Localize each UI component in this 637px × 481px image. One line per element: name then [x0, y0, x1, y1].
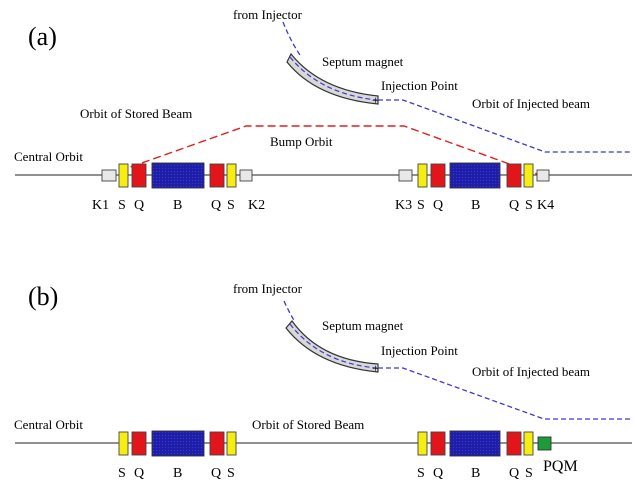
- magnet-label-s: S: [417, 198, 425, 213]
- injection-point-marker: +: [372, 93, 379, 107]
- panel-a: (a) Central Orbit from Injector Septum m…: [14, 7, 632, 213]
- magnet-label-b: B: [173, 198, 182, 213]
- bending-magnet: [151, 162, 205, 189]
- quadrupole: [506, 431, 522, 456]
- central-orbit-label: Central Orbit: [14, 149, 83, 164]
- quadrupole: [131, 163, 147, 188]
- quadrupole: [430, 431, 446, 456]
- injected-beam-orbit: [378, 367, 632, 420]
- septum-label: Septum magnet: [322, 318, 404, 333]
- magnet-label-q: Q: [134, 198, 144, 213]
- injection-point-label: Injection Point: [381, 78, 458, 93]
- magnet-label-q: Q: [509, 198, 519, 213]
- orbit-stored-label: Orbit of Stored Beam: [252, 417, 364, 432]
- magnet-label-q: Q: [134, 466, 144, 481]
- sextupole: [118, 163, 129, 188]
- magnet-label-s: S: [118, 198, 126, 213]
- magnet-label-s: S: [525, 198, 533, 213]
- kicker-k3: [398, 169, 413, 182]
- central-orbit-label: Central Orbit: [14, 417, 83, 432]
- septum-beam-path: [289, 56, 378, 101]
- magnet-label-b: B: [471, 466, 480, 481]
- injection-point-label: Injection Point: [381, 343, 458, 358]
- magnet-label-k3: K3: [395, 198, 412, 213]
- bending-magnet: [449, 162, 501, 189]
- bending-magnet: [151, 430, 205, 457]
- orbit-injected-label: Orbit of Injected beam: [472, 96, 590, 111]
- injector-line: [283, 300, 296, 323]
- magnet-label-q: Q: [509, 466, 519, 481]
- from-injector-label: from Injector: [233, 7, 303, 22]
- sextupole: [226, 163, 237, 188]
- injection-point-marker: +: [372, 361, 379, 375]
- kicker-k2: [239, 169, 253, 182]
- orbit-injected-label: Orbit of Injected beam: [472, 364, 590, 379]
- from-injector-label: from Injector: [233, 281, 303, 296]
- magnet-label-q: Q: [211, 198, 221, 213]
- panel-b: (b) Central Orbit Orbit of Stored Beam f…: [14, 281, 632, 481]
- magnet-label-k1: K1: [92, 198, 109, 213]
- sextupole: [523, 431, 534, 456]
- septum-beam-path: [289, 323, 378, 369]
- sextupole: [226, 431, 237, 456]
- magnet-label-q: Q: [211, 466, 221, 481]
- magnet-label-k4: K4: [537, 198, 554, 213]
- magnet-label-s: S: [417, 466, 425, 481]
- magnet-label-b: B: [471, 198, 480, 213]
- pulsed-quadrupole-magnet: [537, 436, 552, 451]
- kicker-k4: [536, 169, 550, 182]
- magnet-label-s: S: [227, 198, 235, 213]
- magnet-label-s: S: [525, 466, 533, 481]
- sextupole: [417, 431, 428, 456]
- kicker-k1: [101, 169, 117, 182]
- injector-line: [282, 21, 301, 56]
- magnet-label-q: Q: [433, 198, 443, 213]
- panel-b-label: (b): [28, 282, 58, 311]
- bump-orbit: [107, 125, 541, 176]
- quadrupole: [209, 431, 225, 456]
- quadrupole: [209, 163, 225, 188]
- panel-a-label: (a): [28, 22, 57, 51]
- sextupole: [118, 431, 129, 456]
- magnet-label-s: S: [227, 466, 235, 481]
- magnet-label-k2: K2: [248, 198, 265, 213]
- magnet-label-b: B: [173, 466, 182, 481]
- pqm-label: PQM: [543, 458, 578, 475]
- quadrupole: [430, 163, 446, 188]
- orbit-stored-label: Orbit of Stored Beam: [80, 106, 192, 121]
- quadrupole: [131, 431, 147, 456]
- sextupole: [417, 163, 428, 188]
- injected-beam-orbit: [378, 99, 632, 153]
- bending-magnet: [449, 430, 501, 457]
- septum-label: Septum magnet: [322, 54, 404, 69]
- magnet-label-s: S: [118, 466, 126, 481]
- sextupole: [523, 163, 534, 188]
- quadrupole: [506, 163, 522, 188]
- bump-orbit-label: Bump Orbit: [270, 134, 333, 149]
- magnet-label-q: Q: [433, 466, 443, 481]
